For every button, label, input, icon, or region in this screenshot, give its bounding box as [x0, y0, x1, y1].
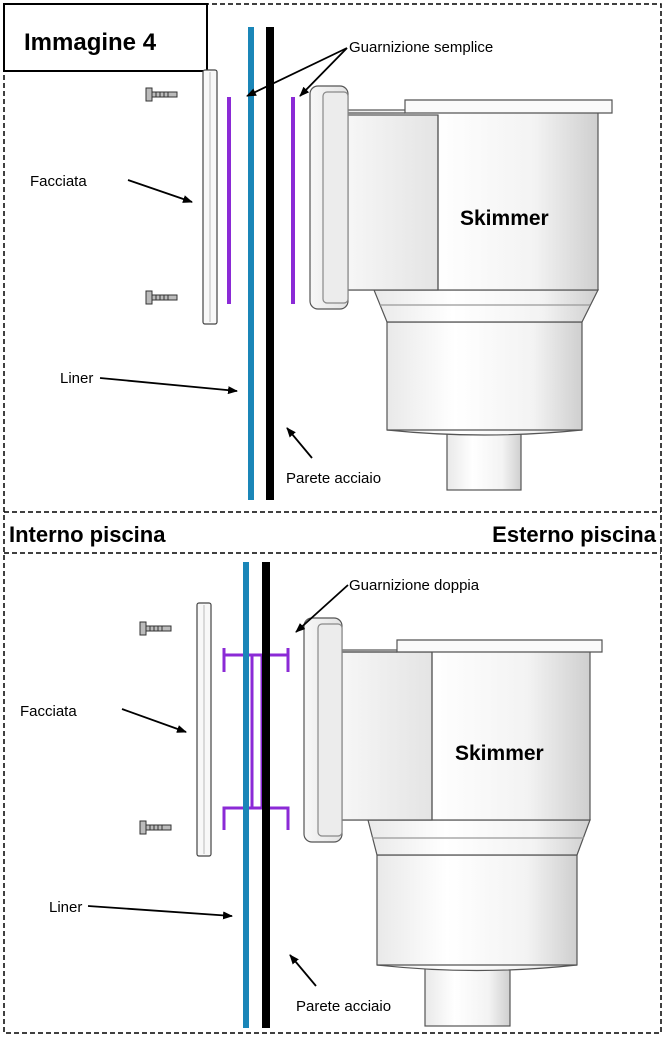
skimmer-label: Skimmer [460, 207, 549, 230]
skimmer-body-top [309, 85, 613, 491]
screw-icon [145, 290, 178, 305]
gasket-simple-label: Guarnizione semplice [349, 39, 493, 56]
faceplate-label: Facciata [20, 703, 77, 720]
faceplate-label: Facciata [30, 173, 87, 190]
steel-wall-label: Parete acciaio [286, 470, 381, 487]
gasket-double [222, 648, 290, 830]
bottom-panel: Guarnizione doppia Facciata Skimmer Line… [20, 562, 603, 1028]
liner-label: Liner [60, 370, 93, 387]
exterior-label: Esterno piscina [492, 522, 657, 547]
screw-icon [139, 820, 172, 835]
steel-wall-label: Parete acciaio [296, 998, 391, 1015]
screw-icon [139, 621, 172, 636]
skimmer-label: Skimmer [455, 742, 544, 765]
skimmer-body-bottom [303, 617, 603, 1027]
liner-label: Liner [49, 899, 82, 916]
outer-frame [3, 3, 662, 1034]
gasket-double-label: Guarnizione doppia [349, 577, 480, 594]
top-panel: Guarnizione semplice Facciata Skimmer Li… [30, 27, 613, 500]
title-box [3, 3, 208, 72]
interior-label: Interno piscina [9, 522, 166, 547]
title: Immagine 4 [24, 29, 157, 56]
screw-icon [145, 87, 178, 102]
